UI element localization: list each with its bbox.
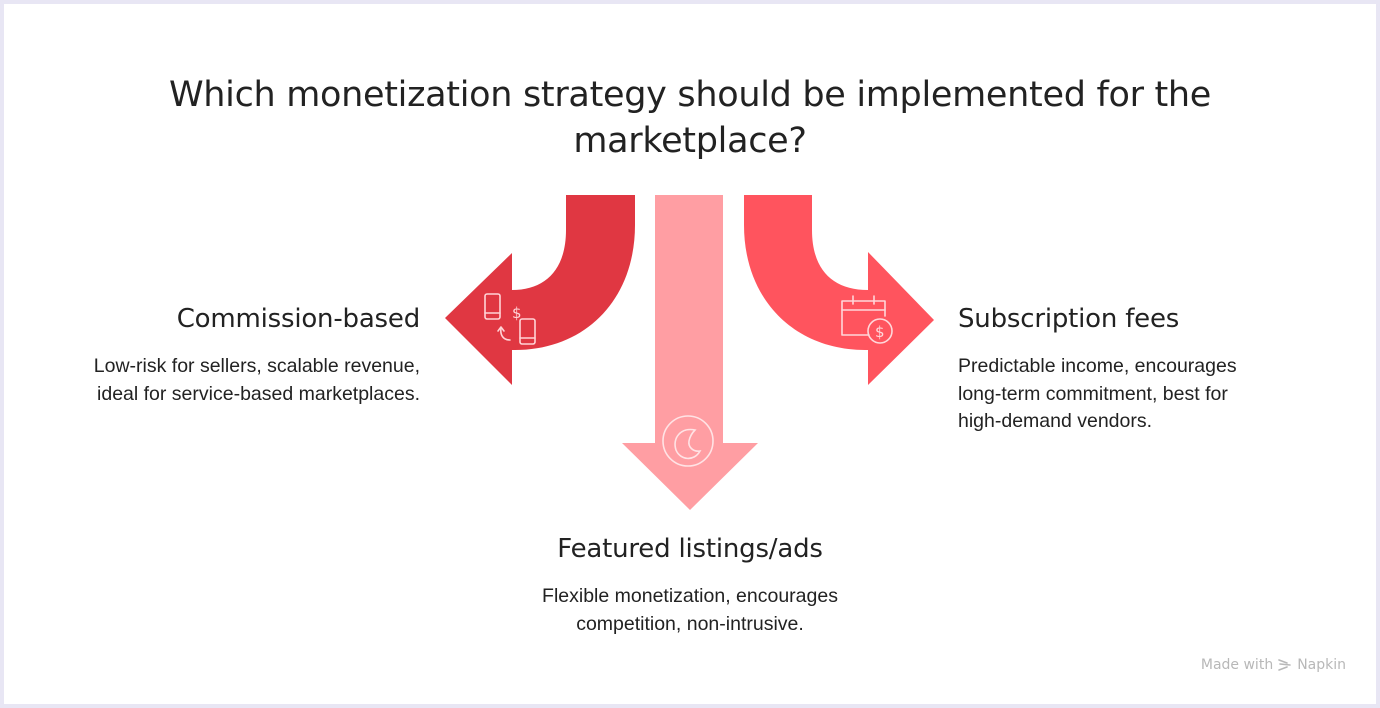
featured-heading: Featured listings/ads <box>557 534 823 564</box>
title-line-1: Which monetization strategy should be im… <box>168 75 1212 115</box>
watermark-brand: Napkin <box>1297 657 1346 673</box>
moon-circle-icon <box>662 415 714 467</box>
featured-description: Flexible monetization, encourages compet… <box>0 583 1380 638</box>
svg-text:$: $ <box>875 323 885 341</box>
phone-money-exchange-icon: $ <box>484 293 536 345</box>
commission-heading: Commission-based <box>176 304 421 334</box>
subscription-arrow <box>744 195 934 385</box>
napkin-logo-icon <box>1278 659 1291 671</box>
watermark-prefix: Made with <box>1200 657 1274 673</box>
title-line-2: marketplace? <box>573 121 807 161</box>
commission-description-line: Low-risk for sellers, scalable revenue, <box>93 355 420 377</box>
featured-description-line: competition, non-intrusive. <box>576 612 804 635</box>
calendar-dollar-icon: $ <box>841 295 893 344</box>
svg-text:$: $ <box>512 304 522 322</box>
subscription-description-line: high-demand vendors. <box>958 410 1153 432</box>
commission-arrow <box>445 195 635 385</box>
subscription-description-line: Predictable income, encourages <box>958 355 1237 377</box>
featured-description-line: Flexible monetization, encourages <box>542 585 838 607</box>
subscription-description: Predictable income, encourages long-term… <box>958 353 1237 436</box>
napkin-watermark[interactable]: Made with Napkin <box>1201 657 1346 673</box>
subscription-description-line: long-term commitment, best for <box>958 382 1228 405</box>
featured-arrow <box>622 195 758 510</box>
subscription-heading: Subscription fees <box>958 304 1180 334</box>
diagram-title: Which monetization strategy should be im… <box>0 72 1380 164</box>
commission-description-line: ideal for service-based marketplaces. <box>97 382 420 405</box>
commission-description: Low-risk for sellers, scalable revenue, … <box>94 353 420 408</box>
